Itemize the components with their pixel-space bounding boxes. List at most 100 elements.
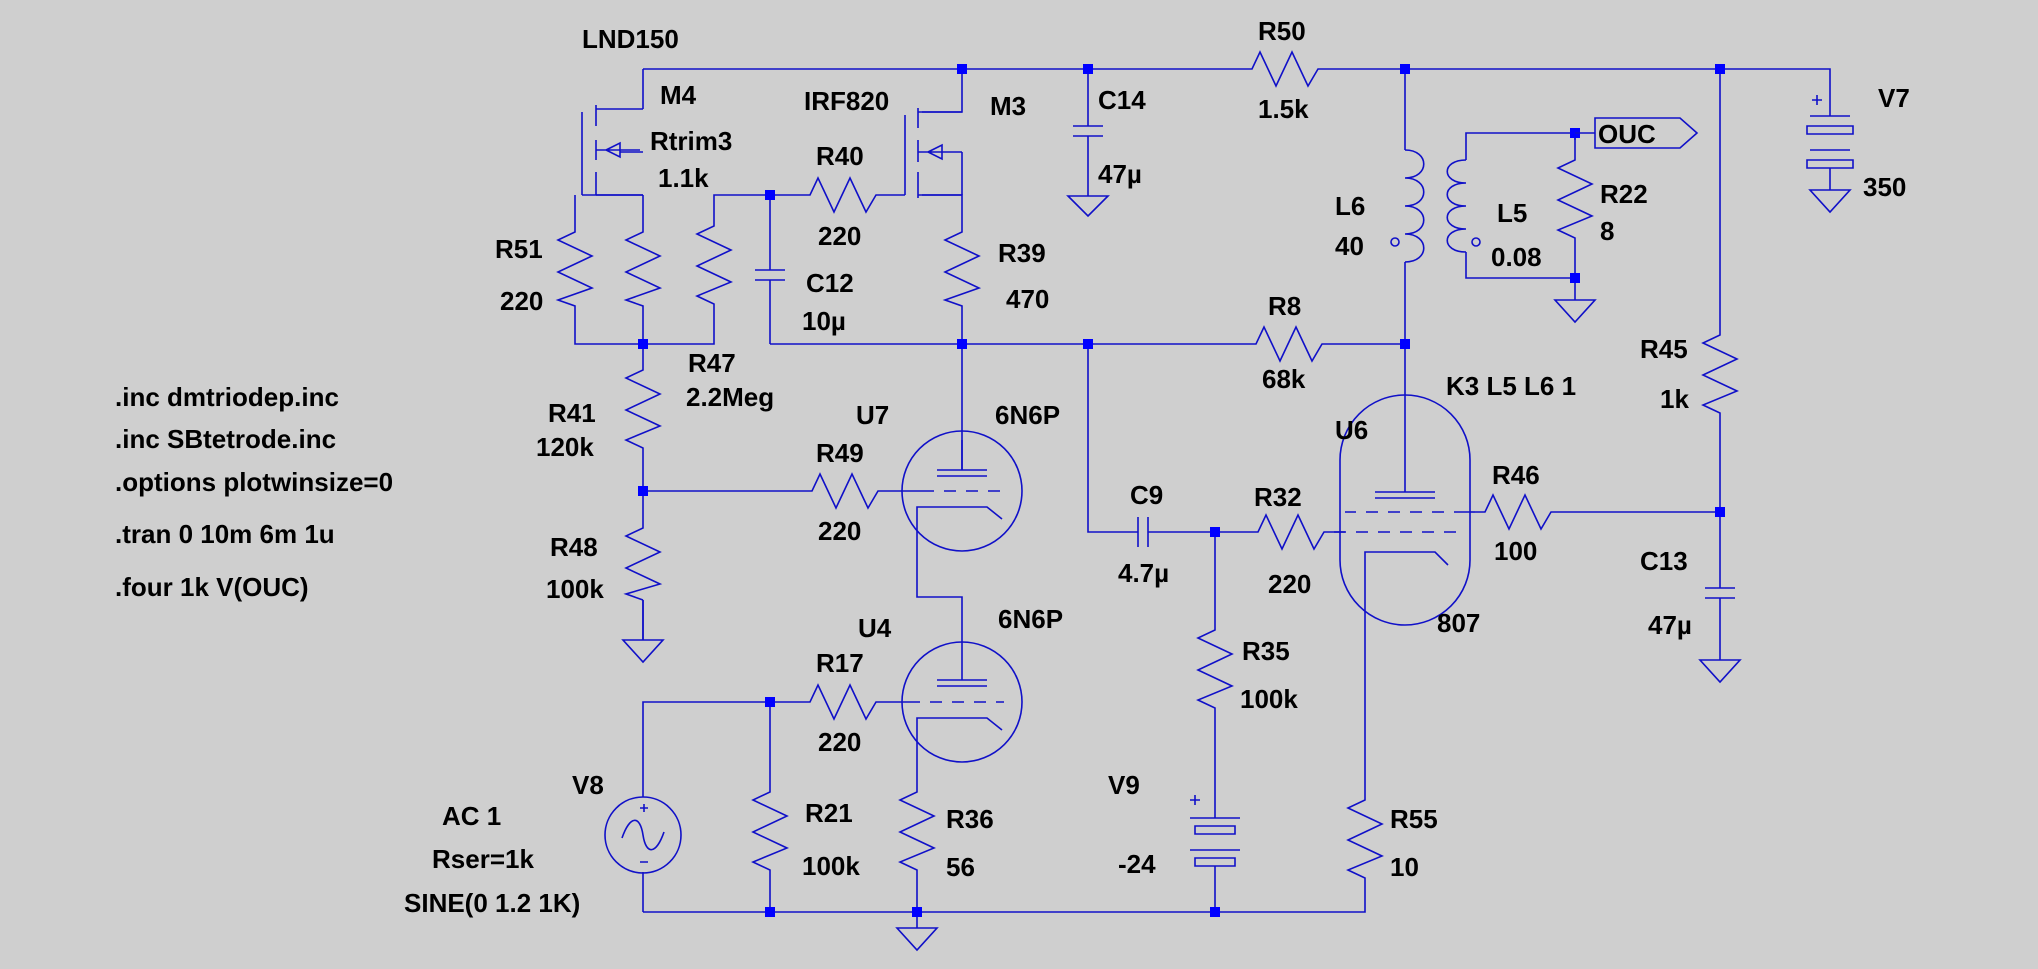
label-r48-value: 100k: [546, 574, 604, 604]
inductor-l6[interactable]: [1390, 149, 1425, 263]
label-c12-value: 10µ: [802, 306, 846, 336]
label-r22-value: 8: [1600, 216, 1614, 246]
label-l6-name: L6: [1335, 191, 1365, 221]
directive-line: .tran 0 10m 6m 1u: [115, 519, 335, 549]
resistor-r51[interactable]: [555, 226, 595, 312]
resistor-r46[interactable]: [1475, 493, 1565, 531]
capacitor-c13[interactable]: [1705, 587, 1735, 608]
label-r8-name: R8: [1268, 291, 1301, 321]
label-r55-value: 10: [1390, 852, 1419, 882]
label-r51-value: 220: [500, 286, 543, 316]
label-v7-value: 350: [1863, 172, 1906, 202]
resistor-r41[interactable]: [624, 360, 662, 456]
junction-dot: [638, 486, 648, 496]
junction-dot: [1210, 907, 1220, 917]
junction-dot: [1715, 64, 1725, 74]
label-r21-name: R21: [805, 798, 853, 828]
ground-symbol: [1808, 189, 1852, 214]
capacitor-c14[interactable]: [1073, 125, 1103, 196]
junction-dot: [1083, 339, 1093, 349]
label-r35-value: 100k: [1240, 684, 1298, 714]
label-v8-rser: Rser=1k: [432, 844, 534, 874]
label-r45-value: 1k: [1660, 384, 1689, 414]
label-c9-value: 4.7µ: [1118, 558, 1169, 588]
label-r47-name: R47: [688, 348, 736, 378]
resistor-r47[interactable]: [695, 218, 733, 312]
resistor-r35[interactable]: [1196, 620, 1234, 718]
resistor-r22[interactable]: [1556, 150, 1594, 262]
label-v9-name: V9: [1108, 770, 1140, 800]
label-u7-name: U7: [856, 400, 889, 430]
label-r46-name: R46: [1492, 460, 1540, 490]
battery-v7[interactable]: [1806, 86, 1854, 190]
label-c14-value: 47µ: [1098, 159, 1142, 189]
resistor-r21[interactable]: [751, 782, 789, 880]
label-r50-name: R50: [1258, 16, 1306, 46]
mosfet-m4[interactable]: [581, 105, 643, 196]
component-labels: LND150 M4 Rtrim3 1.1k IRF820 M3 R40 220 …: [404, 16, 1910, 918]
resistor-r17[interactable]: [800, 683, 888, 721]
ground-symbol: [621, 639, 665, 664]
resistor-r55[interactable]: [1346, 790, 1384, 888]
battery-v9[interactable]: [1190, 795, 1240, 870]
capacitor-c9[interactable]: [1137, 517, 1160, 547]
directive-line: .options plotwinsize=0: [115, 467, 393, 497]
label-r36-value: 56: [946, 852, 975, 882]
label-c9-name: C9: [1130, 480, 1163, 510]
junction-dot: [1400, 339, 1410, 349]
label-r35-name: R35: [1242, 636, 1290, 666]
label-r40-value: 220: [818, 221, 861, 251]
capacitor-c12[interactable]: [755, 269, 785, 287]
label-r50-value: 1.5k: [1258, 94, 1309, 124]
label-r45-name: R45: [1640, 334, 1688, 364]
directive-line: .four 1k V(OUC): [115, 572, 309, 602]
label-m3-model: IRF820: [804, 86, 889, 116]
mosfet-m3[interactable]: [904, 108, 963, 198]
junction-dot: [957, 339, 967, 349]
resistor-r48[interactable]: [623, 519, 663, 601]
net-label-ouc: [1575, 117, 1699, 149]
resistor-rtrim3[interactable]: [623, 226, 663, 312]
junction-dot: [1570, 273, 1580, 283]
label-r32-name: R32: [1254, 482, 1302, 512]
resistor-r39[interactable]: [942, 226, 982, 312]
spice-directives: .inc dmtriodep.inc .inc SBtetrode.inc .o…: [115, 382, 393, 602]
label-u6-model: 807: [1437, 608, 1480, 638]
inductor-l5[interactable]: [1446, 159, 1481, 253]
junction-dot: [1083, 64, 1093, 74]
label-r41-value: 120k: [536, 432, 594, 462]
tube-u4[interactable]: [901, 641, 1023, 763]
label-r39-value: 470: [1006, 284, 1049, 314]
label-r36-name: R36: [946, 804, 994, 834]
resistor-r49[interactable]: [802, 472, 888, 510]
label-r51-name: R51: [495, 234, 543, 264]
label-r8-value: 68k: [1262, 364, 1306, 394]
label-v8-name: V8: [572, 770, 604, 800]
resistor-r8[interactable]: [1246, 325, 1334, 363]
label-l5-value: 0.08: [1491, 242, 1542, 272]
label-l5-name: L5: [1497, 198, 1527, 228]
tube-u7[interactable]: [901, 430, 1023, 552]
junction-dot: [1400, 64, 1410, 74]
resistor-r36[interactable]: [898, 783, 936, 880]
junction-dot: [638, 339, 648, 349]
junction-dot: [1715, 507, 1725, 517]
ground-symbol: [1066, 195, 1110, 218]
label-r41-name: R41: [548, 398, 596, 428]
resistor-r32[interactable]: [1248, 513, 1334, 551]
resistor-r50[interactable]: [1242, 50, 1328, 88]
label-u7-model: 6N6P: [995, 400, 1060, 430]
resistor-r40[interactable]: [800, 176, 885, 214]
label-r55-name: R55: [1390, 804, 1438, 834]
label-c13-name: C13: [1640, 546, 1688, 576]
label-u4-model: 6N6P: [998, 604, 1063, 634]
junction-dot: [765, 907, 775, 917]
directive-line: .inc SBtetrode.inc: [115, 424, 336, 454]
label-ouc: OUC: [1598, 119, 1656, 149]
tube-u6[interactable]: [1334, 394, 1471, 626]
label-m4-model: LND150: [582, 24, 679, 54]
resistor-r45[interactable]: [1701, 325, 1739, 425]
label-c12-name: C12: [806, 268, 854, 298]
label-r17-value: 220: [818, 727, 861, 757]
voltage-source-v8[interactable]: [604, 796, 682, 874]
